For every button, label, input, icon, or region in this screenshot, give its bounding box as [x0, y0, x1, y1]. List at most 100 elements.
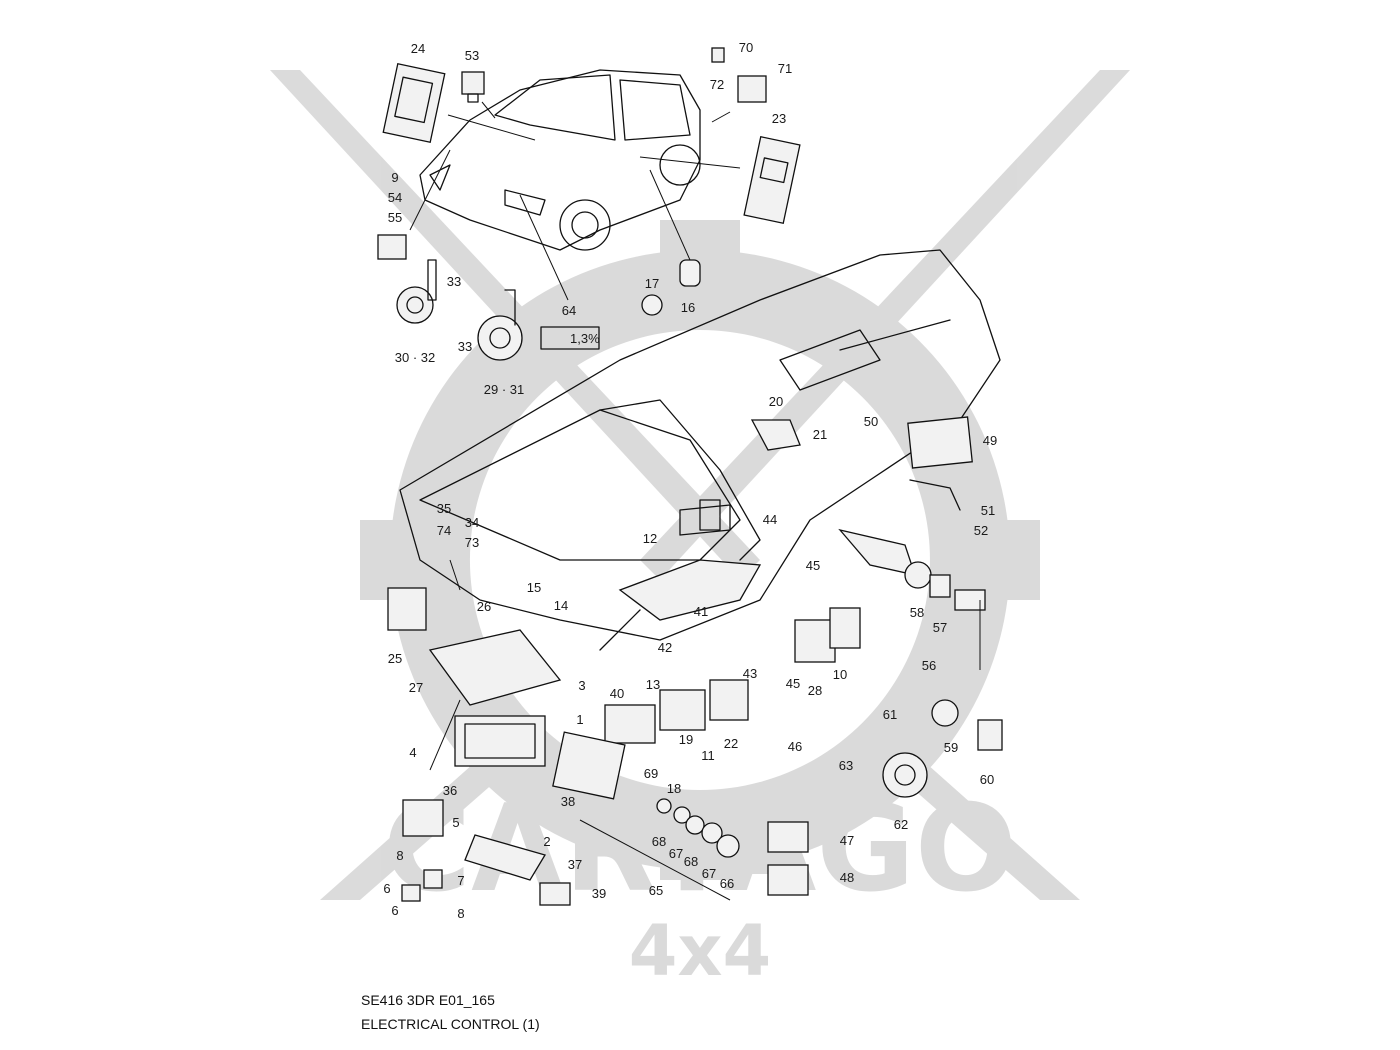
diagram-title: ELECTRICAL CONTROL (1): [361, 1016, 540, 1032]
callout-55: 55: [388, 210, 402, 225]
part-switch-47-48: [767, 821, 809, 896]
callout-24: 24: [411, 41, 425, 56]
part-relay-70: [711, 47, 767, 103]
part-gauge-62: [882, 752, 928, 798]
part-ignition-56: [838, 528, 986, 611]
callout-67a: 67: [669, 846, 683, 861]
callout-labels: 24 53 70 71 72 23 9 54 55 33 33 30 · 32 …: [383, 40, 997, 921]
callout-46: 46: [788, 739, 802, 754]
callout-22: 22: [724, 736, 738, 751]
vehicle-outline: [419, 69, 701, 251]
callout-56: 56: [922, 658, 936, 673]
callout-8a: 8: [396, 848, 403, 863]
callout-42: 42: [658, 640, 672, 655]
callout-29-31: 29 · 31: [484, 382, 524, 397]
callout-18: 18: [667, 781, 681, 796]
callout-43: 43: [743, 666, 757, 681]
callout-41: 41: [694, 604, 708, 619]
part-bracket-37: [464, 834, 546, 881]
part-sensor-16-17: [641, 259, 701, 316]
callout-6a: 6: [383, 881, 390, 896]
callout-17: 17: [645, 276, 659, 291]
callout-35: 35: [437, 501, 451, 516]
part-relay-6-7: [401, 869, 443, 902]
leader-lines: [409, 101, 981, 901]
part-headlamp-label-64: 1,3%: [540, 326, 600, 350]
part-relay-39: [539, 882, 571, 906]
callout-25: 25: [388, 651, 402, 666]
callout-15: 15: [527, 580, 541, 595]
callout-73: 73: [465, 535, 479, 550]
part-socket-59-60: [931, 699, 1003, 751]
part-switch-cluster-18: [604, 679, 749, 744]
callout-72: 72: [710, 77, 724, 92]
callout-3: 3: [578, 678, 585, 693]
callout-7: 7: [457, 873, 464, 888]
callout-70: 70: [739, 40, 753, 55]
part-relay-5: [402, 799, 444, 837]
callout-21: 21: [813, 427, 827, 442]
part-controller-49: [907, 416, 973, 511]
callout-5: 5: [452, 815, 459, 830]
callout-34: 34: [465, 515, 479, 530]
part-module-23: [743, 135, 801, 225]
callout-44: 44: [763, 512, 777, 527]
callout-1: 1: [576, 712, 583, 727]
callout-57: 57: [933, 620, 947, 635]
callout-54: 54: [388, 190, 402, 205]
callout-68b: 68: [684, 854, 698, 869]
callout-67b: 67: [702, 866, 716, 881]
callout-27: 27: [409, 680, 423, 695]
part-box-65: [552, 731, 626, 800]
callout-11: 11: [701, 748, 715, 763]
callout-19: 19: [679, 732, 693, 747]
callout-69: 69: [644, 766, 658, 781]
part-horn-29-31: [477, 289, 523, 361]
callout-38: 38: [561, 794, 575, 809]
callout-47: 47: [840, 833, 854, 848]
callout-51: 51: [981, 503, 995, 518]
part-relay-55: [377, 234, 407, 260]
callout-59: 59: [944, 740, 958, 755]
callout-48: 48: [840, 870, 854, 885]
callout-64: 64: [562, 303, 576, 318]
callout-9: 9: [391, 170, 398, 185]
part-combination-switch-12: [599, 559, 762, 651]
callout-66: 66: [720, 876, 734, 891]
callout-2: 2: [543, 834, 550, 849]
part-relay-53: [461, 71, 485, 103]
part-relay-box-24: [382, 63, 446, 143]
callout-20: 20: [769, 394, 783, 409]
callout-39: 39: [592, 886, 606, 901]
callout-33b: 33: [458, 339, 472, 354]
callout-45a: 45: [806, 558, 820, 573]
part-switch-20: [750, 419, 801, 451]
watermark-sword-right: [640, 70, 1130, 580]
callout-16: 16: [681, 300, 695, 315]
part-horn-30-32: [396, 259, 437, 324]
callout-12: 12: [643, 531, 657, 546]
callout-30-32: 30 · 32: [395, 350, 435, 365]
watermark-text-4x4: 4x4: [629, 910, 772, 992]
callout-52: 52: [974, 523, 988, 538]
callout-8b: 8: [457, 906, 464, 921]
callout-58: 58: [910, 605, 924, 620]
callout-23: 23: [772, 111, 786, 126]
callout-61: 61: [883, 707, 897, 722]
callout-65: 65: [649, 883, 663, 898]
callout-13: 13: [646, 677, 660, 692]
callout-68a: 68: [652, 834, 666, 849]
callout-10: 10: [833, 667, 847, 682]
callout-53: 53: [465, 48, 479, 63]
part-module-25: [387, 587, 427, 631]
callout-60: 60: [980, 772, 994, 787]
part-switch-28-10: [794, 607, 861, 663]
part-ecu-1: [454, 715, 546, 767]
part-cover-3: [428, 629, 562, 706]
callout-40: 40: [610, 686, 624, 701]
watermark-logo: CARTAGO 4x4: [270, 70, 1130, 992]
callout-26: 26: [477, 599, 491, 614]
callout-45b: 45: [786, 676, 800, 691]
callout-4: 4: [409, 745, 416, 760]
